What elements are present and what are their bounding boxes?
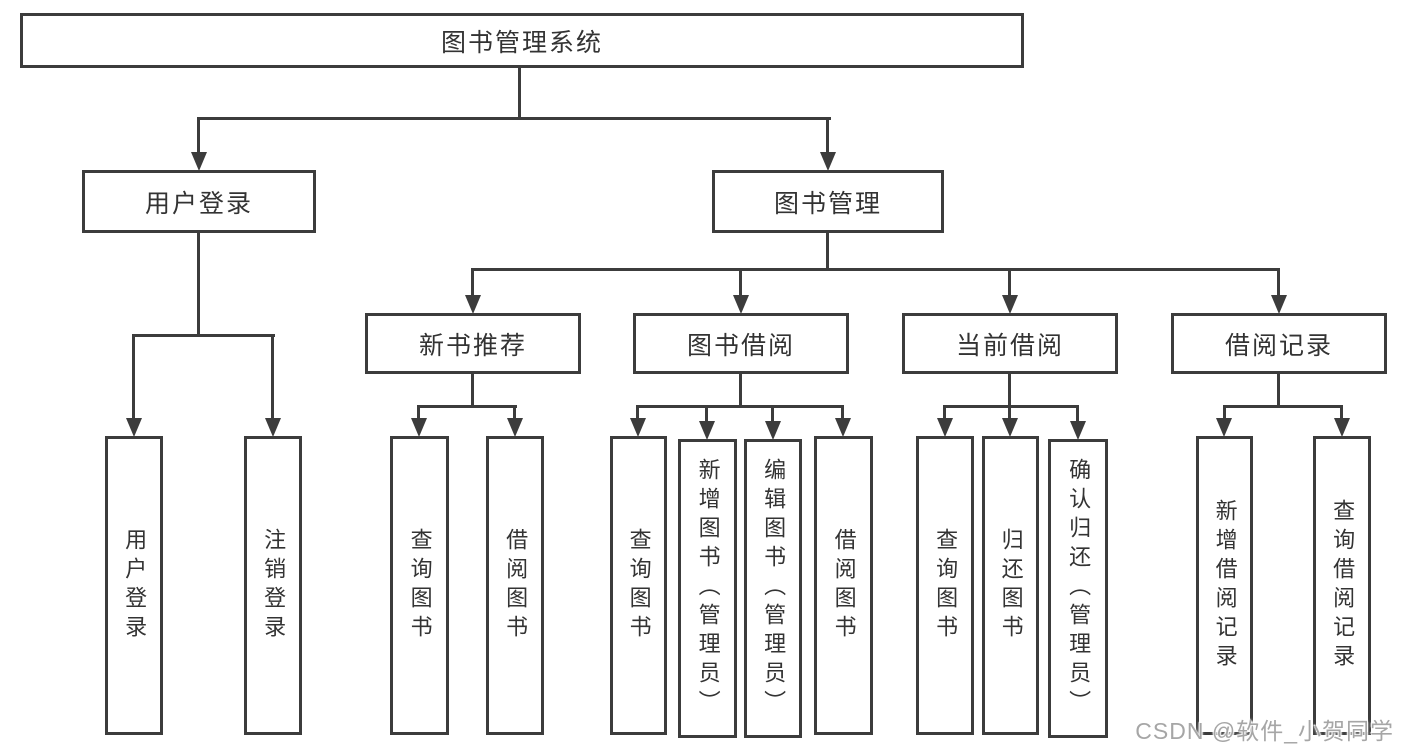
down-arrow-icon [699, 421, 715, 440]
node-book-borrow-label: 图书借阅 [686, 331, 795, 360]
leaf-user-login-label: 用户登录 [122, 527, 148, 644]
connector-line [1076, 405, 1079, 423]
leaf-logout-label: 注销登录 [261, 527, 287, 644]
down-arrow-icon [411, 418, 427, 437]
leaf-recommend-borrow-book: 借阅图书 [486, 436, 544, 735]
down-arrow-icon [937, 418, 953, 437]
node-current-borrow-label: 当前借阅 [955, 331, 1064, 360]
down-arrow-icon [1334, 418, 1350, 437]
connector-line [1008, 405, 1011, 420]
connector-line [417, 405, 420, 420]
down-arrow-icon [820, 152, 836, 171]
connector-line [417, 405, 517, 408]
leaf-current-query-book-label: 查询图书 [933, 527, 959, 644]
connector-line [197, 117, 831, 120]
connector-line [705, 405, 708, 423]
connector-line [636, 405, 844, 408]
node-current-borrow: 当前借阅 [902, 313, 1118, 374]
leaf-borrow-add-book-label: 新增图书（管理员） [695, 458, 721, 719]
leaf-current-query-book: 查询图书 [916, 436, 974, 735]
node-borrow-records-label: 借阅记录 [1224, 331, 1333, 360]
connector-line [739, 268, 742, 296]
down-arrow-icon [191, 152, 207, 171]
connector-line [943, 405, 1079, 408]
down-arrow-icon [765, 421, 781, 440]
down-arrow-icon [1002, 295, 1018, 314]
connector-line [471, 268, 1280, 271]
leaf-borrow-edit-book-label: 编辑图书（管理员） [761, 458, 787, 719]
node-root-label: 图书管理系统 [440, 28, 603, 57]
leaf-borrow-add-book: 新增图书（管理员） [678, 439, 737, 738]
node-borrow-records: 借阅记录 [1171, 313, 1387, 374]
connector-line [1008, 374, 1011, 408]
connector-line [826, 117, 829, 154]
node-root: 图书管理系统 [20, 13, 1024, 68]
node-new-book-recommend: 新书推荐 [365, 313, 581, 374]
connector-line [132, 334, 135, 419]
connector-line [518, 68, 521, 119]
down-arrow-icon [265, 418, 281, 437]
leaf-user-login: 用户登录 [105, 436, 163, 735]
down-arrow-icon [630, 418, 646, 437]
down-arrow-icon [465, 295, 481, 314]
leaf-current-confirm-return-label: 确认归还（管理员） [1066, 458, 1092, 719]
connector-line [1008, 268, 1011, 296]
leaf-recommend-query-book-label: 查询图书 [407, 527, 433, 644]
leaf-borrow-borrow-book: 借阅图书 [814, 436, 873, 735]
leaf-recommend-query-book: 查询图书 [390, 436, 449, 735]
node-book-borrow: 图书借阅 [633, 313, 849, 374]
connector-line [1223, 405, 1343, 408]
connector-line [271, 334, 274, 419]
node-new-book-recommend-label: 新书推荐 [418, 331, 527, 360]
node-user-login: 用户登录 [82, 170, 316, 233]
leaf-current-confirm-return: 确认归还（管理员） [1048, 439, 1108, 738]
down-arrow-icon [126, 418, 142, 437]
leaf-current-return-book: 归还图书 [982, 436, 1039, 735]
leaf-records-query-record: 查询借阅记录 [1313, 436, 1371, 735]
connector-line [132, 334, 275, 337]
connector-line [197, 233, 200, 336]
leaf-records-add-record: 新增借阅记录 [1196, 436, 1253, 735]
node-user-login-label: 用户登录 [144, 189, 253, 218]
leaf-records-query-record-label: 查询借阅记录 [1330, 498, 1356, 673]
leaf-borrow-borrow-book-label: 借阅图书 [831, 527, 857, 644]
connector-line [1277, 374, 1280, 408]
connector-line [1340, 405, 1343, 420]
leaf-recommend-borrow-book-label: 借阅图书 [503, 527, 529, 644]
down-arrow-icon [1002, 418, 1018, 437]
connector-line [471, 374, 474, 408]
leaf-borrow-query-book: 查询图书 [610, 436, 667, 735]
connector-line [513, 405, 516, 420]
connector-line [826, 233, 829, 271]
down-arrow-icon [733, 295, 749, 314]
connector-line [636, 405, 639, 420]
connector-line [1223, 405, 1226, 420]
connector-line [771, 405, 774, 423]
leaf-borrow-query-book-label: 查询图书 [626, 527, 652, 644]
csdn-watermark: CSDN @软件_小贺同学 [1135, 718, 1394, 744]
down-arrow-icon [1271, 295, 1287, 314]
node-book-management: 图书管理 [712, 170, 944, 233]
connector-line [471, 268, 474, 296]
leaf-current-return-book-label: 归还图书 [998, 527, 1024, 644]
down-arrow-icon [1216, 418, 1232, 437]
connector-line [197, 117, 200, 154]
connector-line [943, 405, 946, 420]
connector-line [841, 405, 844, 420]
leaf-records-add-record-label: 新增借阅记录 [1212, 498, 1238, 673]
leaf-logout: 注销登录 [244, 436, 302, 735]
node-book-management-label: 图书管理 [773, 189, 882, 218]
down-arrow-icon [507, 418, 523, 437]
down-arrow-icon [1070, 421, 1086, 440]
connector-line [739, 374, 742, 408]
down-arrow-icon [835, 418, 851, 437]
connector-line [1277, 268, 1280, 296]
leaf-borrow-edit-book: 编辑图书（管理员） [744, 439, 802, 738]
